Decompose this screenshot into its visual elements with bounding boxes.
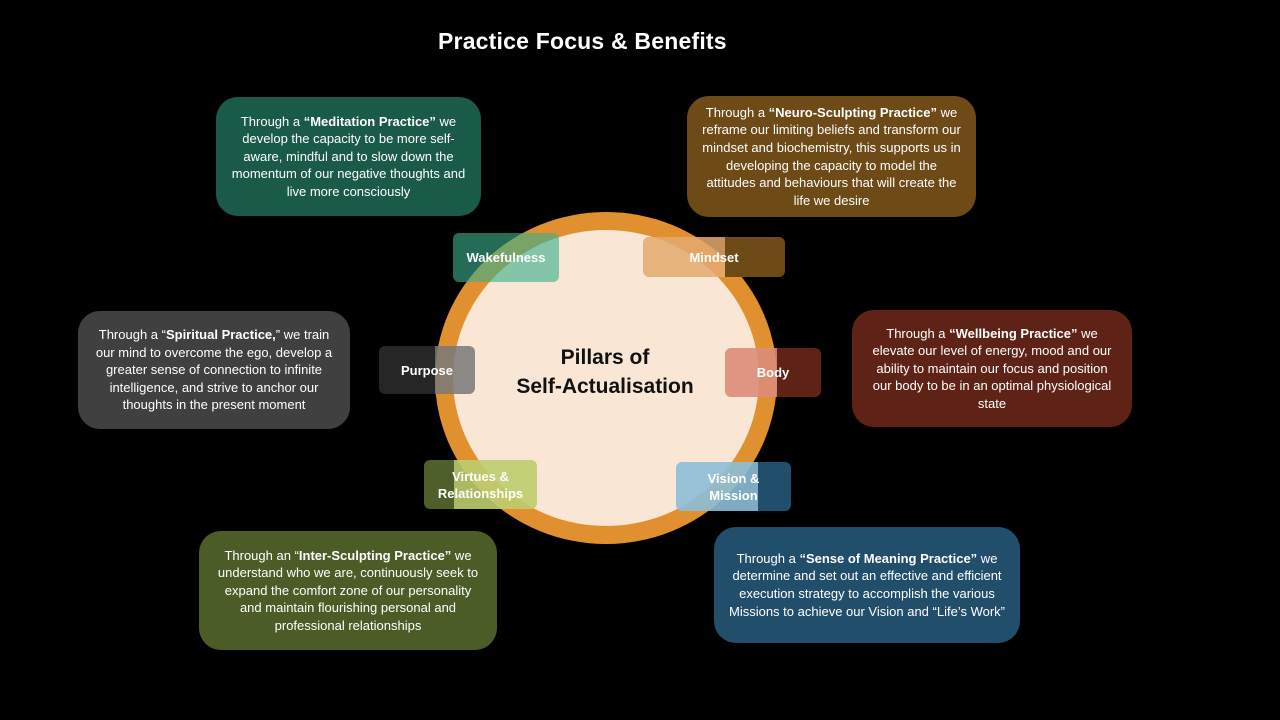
- inter-sculpting-practice-box: Through an “Inter-Sculpting Practice” we…: [199, 531, 497, 650]
- neuro-sculpting-practice-box: Through a “Neuro-Sculpting Practice” we …: [687, 96, 976, 217]
- wellbeing-practice-text: Through a “Wellbeing Practice” we elevat…: [872, 325, 1112, 411]
- spiritual-practice-text: Through a “Spiritual Practice,” we train…: [95, 327, 333, 413]
- pillar-purpose-label: Purpose: [400, 362, 453, 378]
- pillar-body: Body: [725, 348, 821, 397]
- page-title: Practice Focus & Benefits: [438, 28, 727, 54]
- pillar-virtues-relationships: Virtues & Relationships: [424, 460, 537, 509]
- sense-of-meaning-practice-text: Through a “Sense of Meaning Practice” we…: [728, 550, 1005, 619]
- pillar-mindset-label: Mindset: [689, 249, 739, 265]
- pillar-wakefulness-label: Wakefulness: [466, 250, 546, 265]
- pillar-body-label: Body: [756, 365, 790, 380]
- pillar-mindset: Mindset: [643, 237, 785, 277]
- spiritual-practice-box: Through a “Spiritual Practice,” we train…: [78, 311, 350, 429]
- sense-of-meaning-practice-box: Through a “Sense of Meaning Practice” we…: [714, 527, 1020, 643]
- wellbeing-practice-box: Through a “Wellbeing Practice” we elevat…: [852, 310, 1132, 427]
- pillar-virtues-label-line2: Relationships: [437, 485, 524, 501]
- pillar-wakefulness: Wakefulness: [453, 233, 559, 282]
- center-title: Pillars of Self-Actualisation: [480, 343, 730, 401]
- inter-sculpting-practice-text: Through an “Inter-Sculpting Practice” we…: [217, 547, 479, 633]
- meditation-practice-text: Through a “Meditation Practice” we devel…: [231, 113, 466, 199]
- pillar-vision-label-line2: Mission: [709, 487, 758, 503]
- pillar-purpose: Purpose: [379, 346, 475, 394]
- pillar-vision-mission: Vision & Mission: [676, 462, 791, 511]
- neuro-sculpting-practice-text: Through a “Neuro-Sculpting Practice” we …: [702, 104, 961, 208]
- pillar-virtues-label-line1: Virtues &: [452, 468, 509, 484]
- center-title-line2: Self-Actualisation: [516, 375, 694, 398]
- pillar-vision-label-line1: Vision &: [707, 470, 760, 486]
- meditation-practice-box: Through a “Meditation Practice” we devel…: [216, 97, 481, 216]
- center-title-line1: Pillars of: [560, 346, 650, 369]
